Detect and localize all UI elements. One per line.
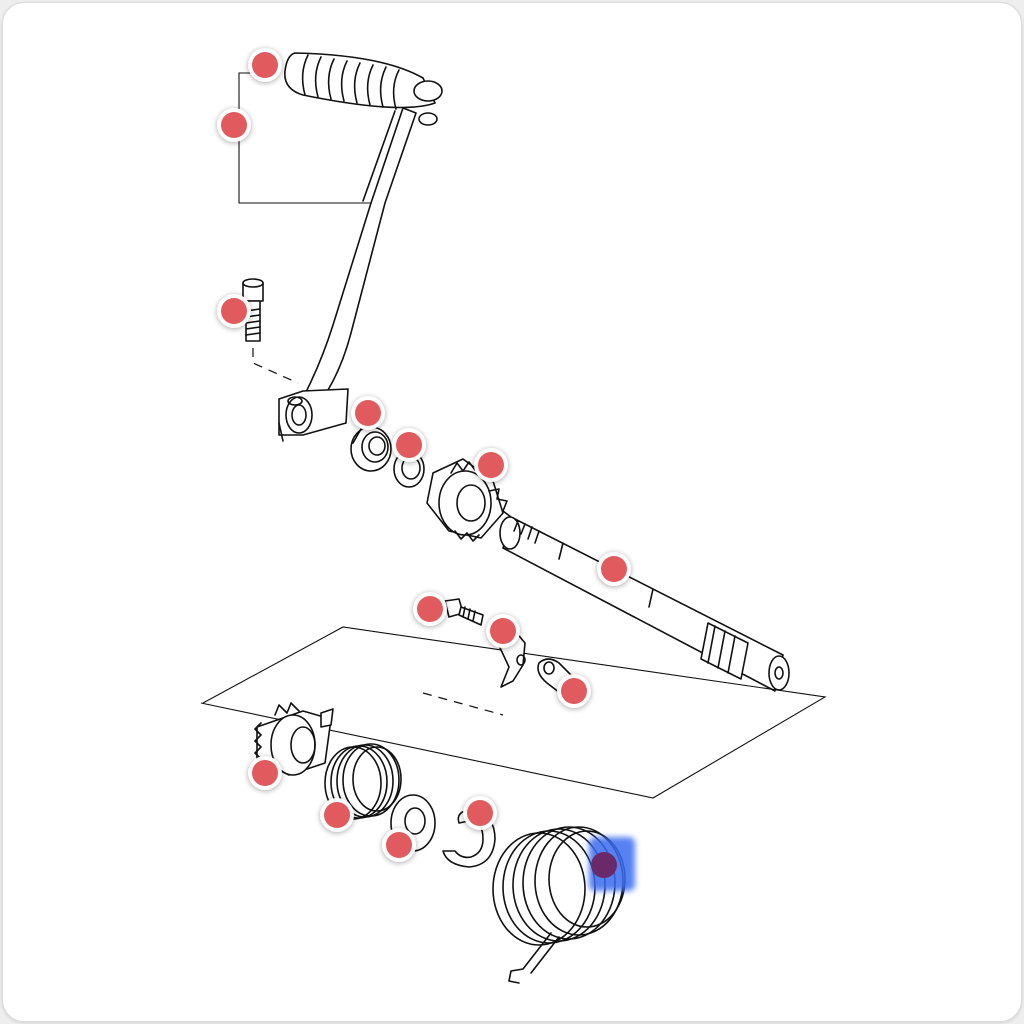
- hotspot-ratchet-guide[interactable]: [486, 614, 520, 648]
- hotspot-dot[interactable]: [417, 596, 443, 622]
- guide-bolt-part: [444, 598, 484, 626]
- hotspot-kick-pedal-grip[interactable]: [248, 48, 282, 82]
- hotspot-kick-pedal-assembly[interactable]: [217, 108, 251, 142]
- hotspot-washer[interactable]: [392, 428, 426, 462]
- hotspot-dot[interactable]: [221, 112, 247, 138]
- hotspot-dot[interactable]: [490, 618, 516, 644]
- hotspot-dot[interactable]: [324, 802, 350, 828]
- hotspot-kick-shaft[interactable]: [597, 552, 631, 586]
- kick-shaft-part: [499, 516, 790, 692]
- hotspot-pedal-bolt[interactable]: [217, 294, 251, 328]
- hotspot-dot[interactable]: [252, 760, 278, 786]
- hotspot-dot[interactable]: [396, 432, 422, 458]
- subassembly-axis: [422, 692, 504, 716]
- hotspot-spring-washer[interactable]: [382, 828, 416, 862]
- hotspot-kick-gear[interactable]: [248, 756, 282, 790]
- hotspot-dot[interactable]: [478, 452, 504, 478]
- hotspot-dot[interactable]: [561, 678, 587, 704]
- hotspot-kick-return-spring[interactable]: [591, 852, 617, 878]
- oil-seal-part: [350, 426, 392, 472]
- hotspot-guide-plate[interactable]: [557, 674, 591, 708]
- hotspot-oil-seal[interactable]: [351, 396, 385, 430]
- hotspot-dot[interactable]: [355, 400, 381, 426]
- hotspot-circlip[interactable]: [463, 796, 497, 830]
- hotspot-dot[interactable]: [386, 832, 412, 858]
- bolt-leader-line: [252, 348, 299, 384]
- kick-pedal-arm: [278, 107, 417, 442]
- hotspot-dot[interactable]: [601, 556, 627, 582]
- hotspot-ratchet-spring[interactable]: [320, 798, 354, 832]
- subassembly-outline: [200, 626, 827, 799]
- kick-gear-part: [254, 702, 334, 776]
- hotspot-dot[interactable]: [252, 52, 278, 78]
- kick-pedal-grip-part: [284, 52, 443, 126]
- hotspot-dot[interactable]: [221, 298, 247, 324]
- hotspot-dot[interactable]: [467, 800, 493, 826]
- hotspot-guide-bolt[interactable]: [413, 592, 447, 626]
- exploded-parts-diagram: [200, 48, 827, 984]
- hotspot-layer: [217, 48, 631, 878]
- hotspot-dot[interactable]: [591, 852, 617, 878]
- hotspot-kick-ratchet-gear[interactable]: [474, 448, 508, 482]
